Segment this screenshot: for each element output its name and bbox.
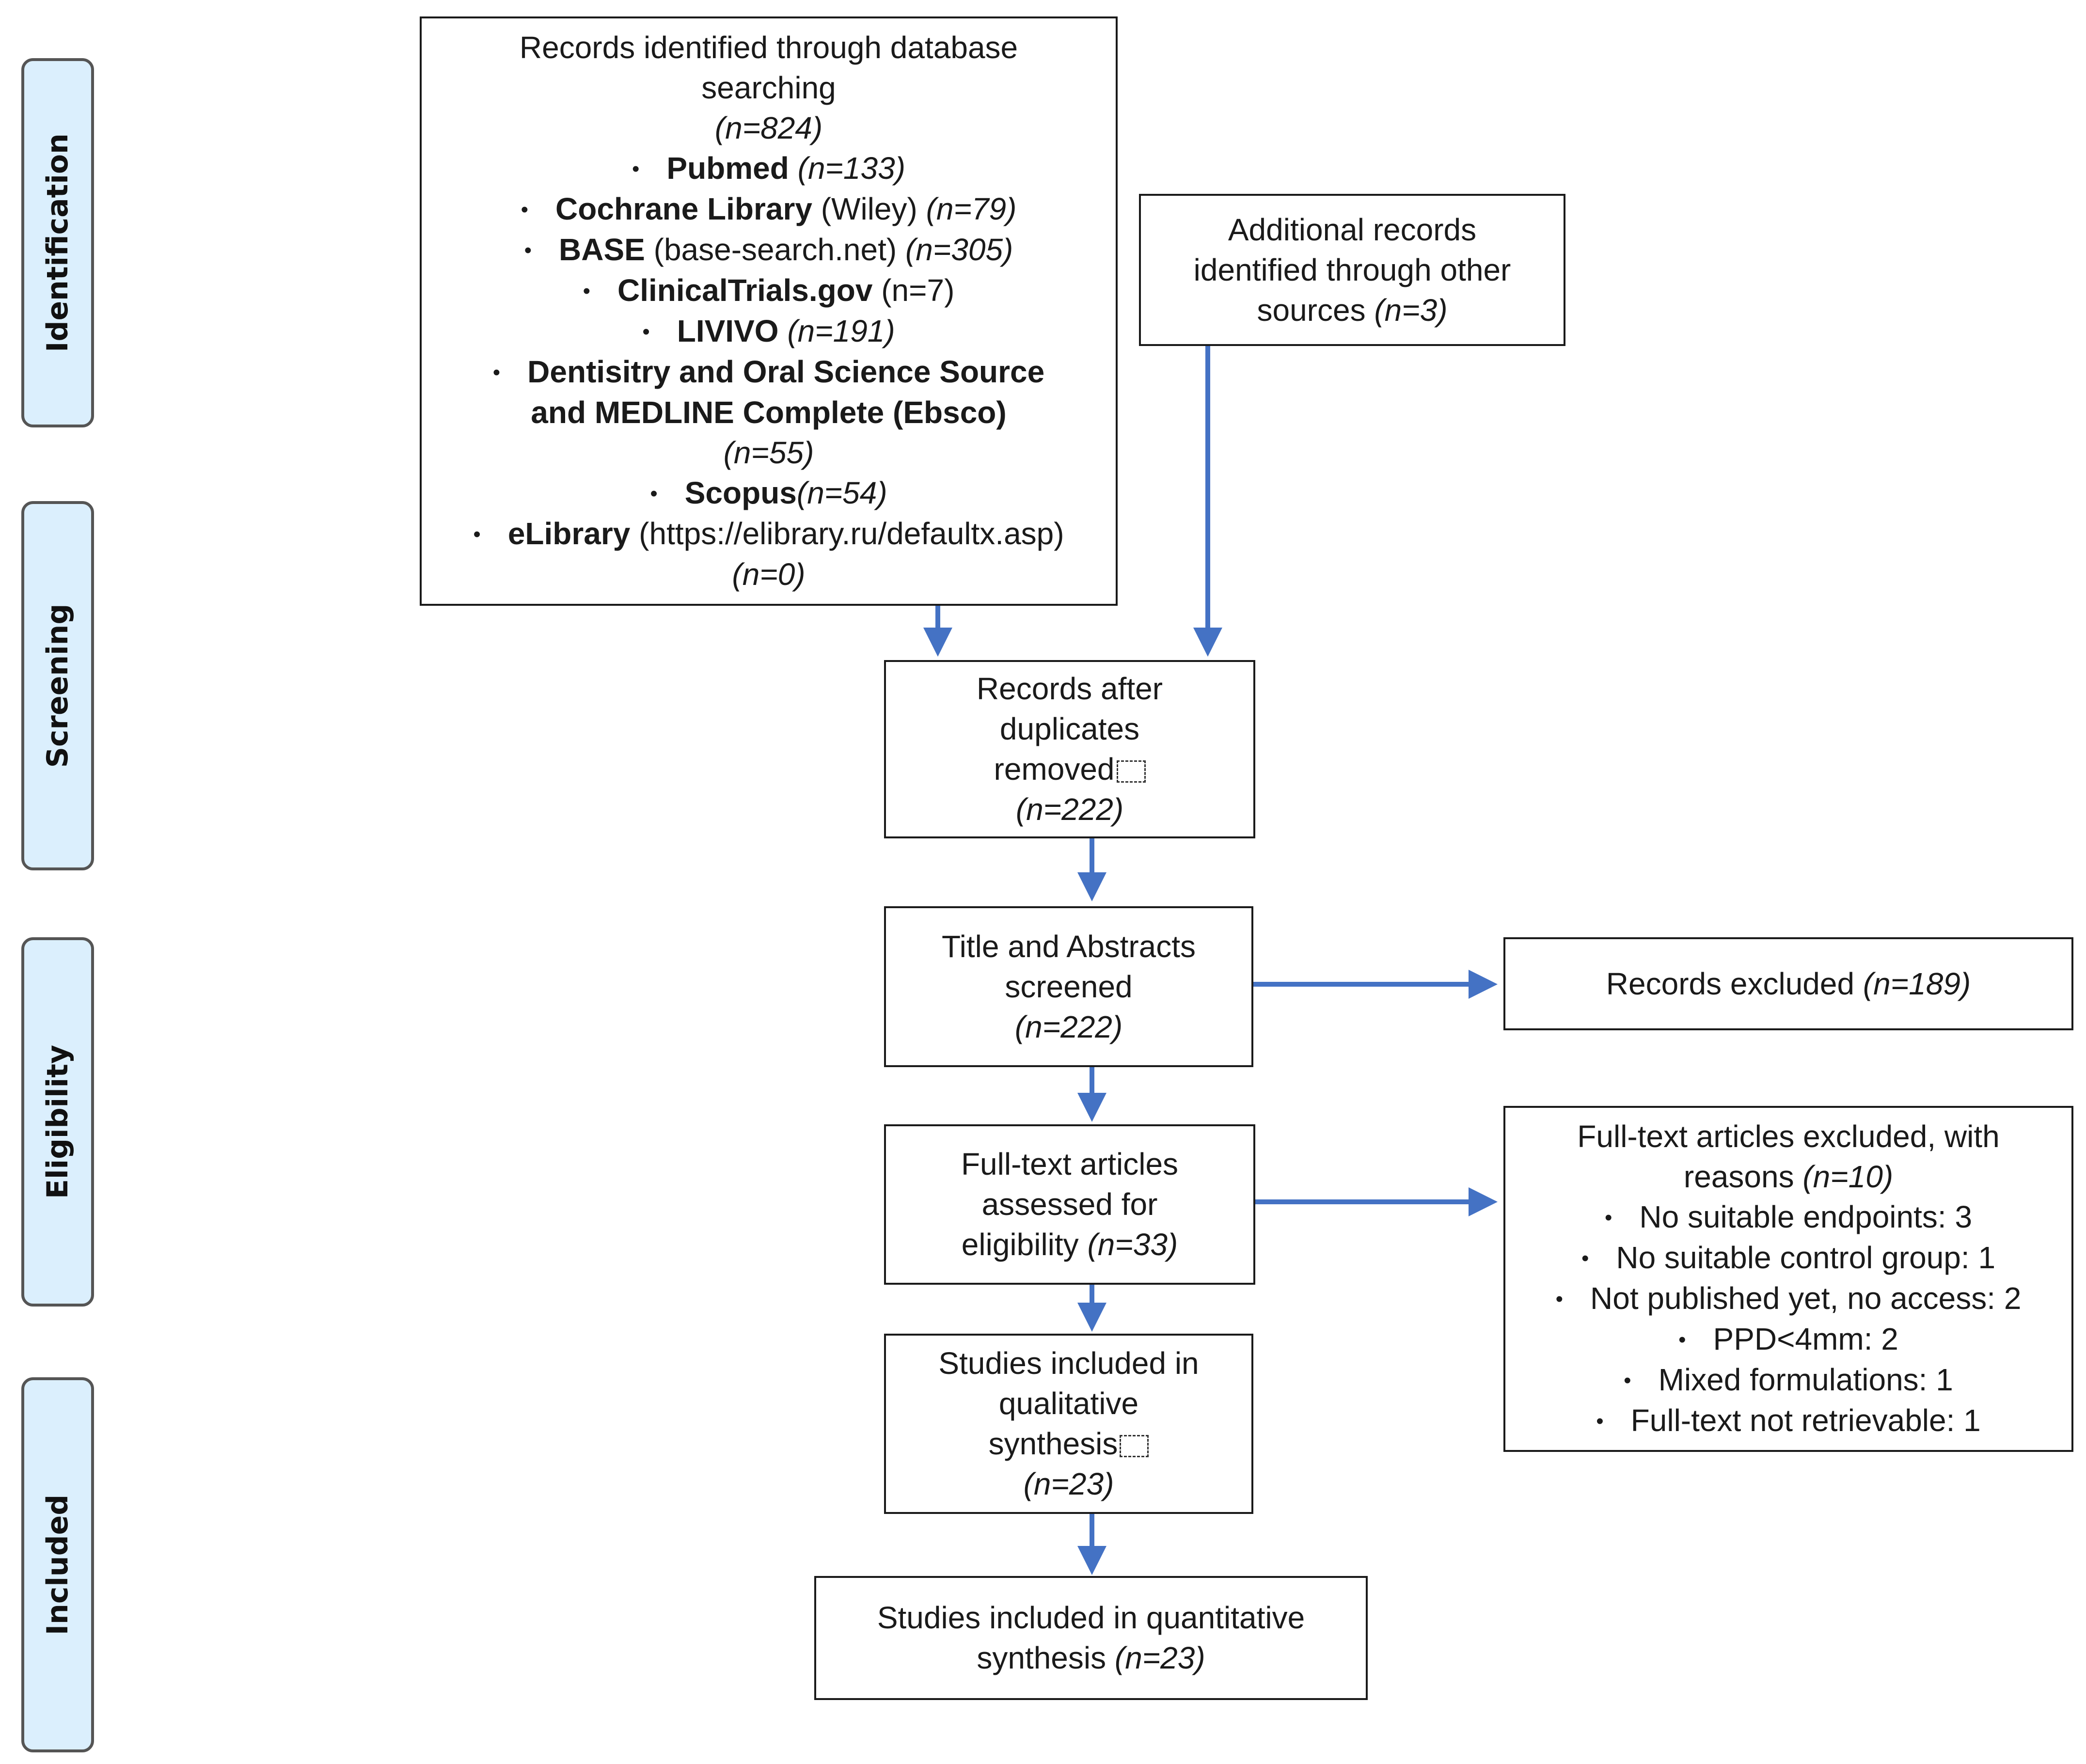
source-item: eLibrary (https://elibrary.ru/defaultx.a…	[473, 514, 1064, 554]
placeholder-glyph-icon	[1116, 760, 1146, 783]
source-item: BASE (base-search.net) (n=305)	[524, 230, 1013, 270]
duplicates-removed-box: Records after duplicates removed (n=222)	[884, 660, 1255, 838]
exclusion-reason: Not published yet, no access: 2	[1556, 1278, 2021, 1319]
stage-label: Identification	[41, 133, 75, 352]
source-count: (n=0)	[732, 557, 806, 592]
stage-label: Included	[41, 1494, 75, 1636]
source-item: Dentisitry and Oral Science Source	[493, 352, 1044, 393]
exclusion-reason: Full-text not retrievable: 1	[1596, 1401, 1981, 1441]
source-item: ClinicalTrials.gov (n=7)	[583, 270, 954, 311]
exclusion-reason: No suitable endpoints: 3	[1605, 1197, 1972, 1238]
stage-eligibility: Eligibility	[21, 937, 94, 1307]
source-item: Scopus(n=54)	[650, 473, 887, 514]
source-item: LIVIVO (n=191)	[642, 311, 895, 352]
database-title-line1: Records identified through database	[519, 30, 1018, 65]
placeholder-glyph-icon	[1120, 1435, 1149, 1457]
quantitative-synthesis-box: Studies included in quantitative synthes…	[814, 1576, 1368, 1700]
source-item: Cochrane Library (Wiley) (n=79)	[521, 189, 1016, 230]
records-excluded-box: Records excluded (n=189)	[1503, 937, 2073, 1030]
fulltext-assessed-box: Full-text articles assessed for eligibil…	[884, 1124, 1255, 1285]
stage-identification: Identification	[21, 58, 94, 427]
stage-included: Included	[21, 1377, 94, 1752]
source-name-line2: and MEDLINE Complete (Ebsco)	[531, 395, 1007, 430]
stage-label: Screening	[41, 603, 75, 768]
exclusion-reason: PPD<4mm: 2	[1678, 1319, 1898, 1360]
fulltext-excluded-box: Full-text articles excluded, with reason…	[1503, 1106, 2073, 1452]
stage-label: Eligibility	[41, 1044, 75, 1199]
exclusion-reason: Mixed formulations: 1	[1624, 1360, 1953, 1401]
database-records-box: Records identified through database sear…	[420, 16, 1118, 606]
source-item: Pubmed (n=133)	[632, 148, 905, 189]
source-count: (n=55)	[723, 435, 814, 470]
exclusion-reason: No suitable control group: 1	[1581, 1238, 1995, 1278]
database-total: (n=824)	[714, 110, 823, 145]
screened-box: Title and Abstracts screened (n=222)	[884, 906, 1253, 1067]
additional-records-box: Additional records identified through ot…	[1139, 194, 1565, 346]
stage-screening: Screening	[21, 501, 94, 870]
qualitative-synthesis-box: Studies included in qualitative synthesi…	[884, 1334, 1253, 1514]
database-title-line2: searching	[701, 70, 836, 105]
